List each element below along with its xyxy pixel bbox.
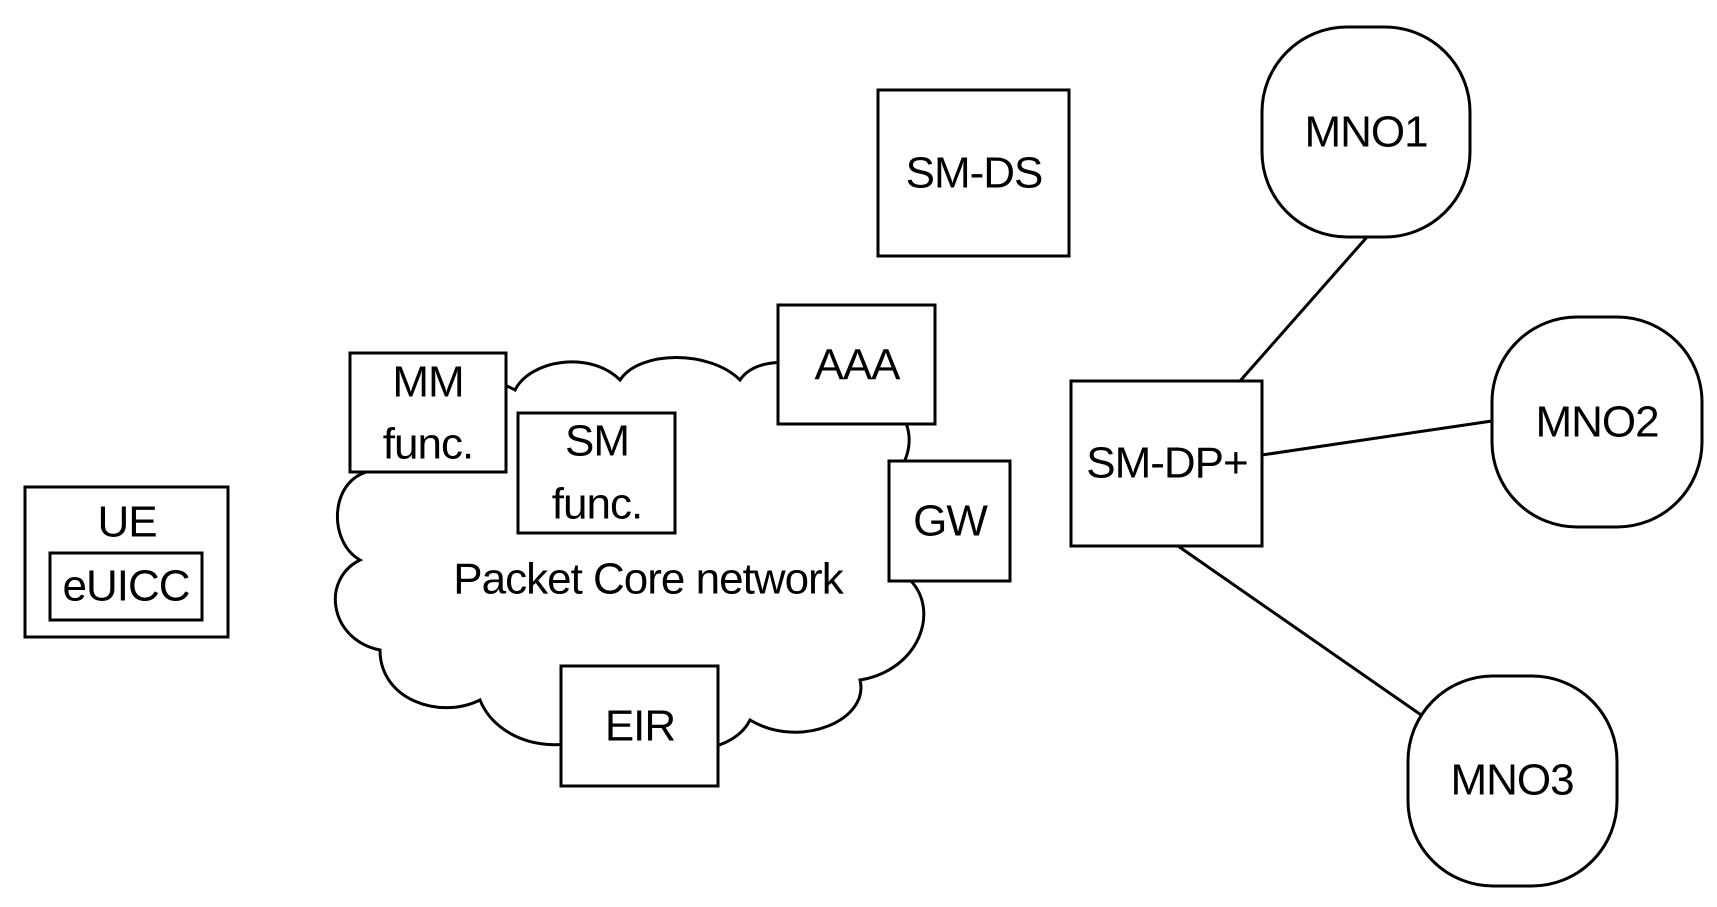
mno1-node: MNO1 (1262, 27, 1470, 237)
eir-label: EIR (605, 702, 675, 751)
sm-dp-node: SM-DP+ (1071, 381, 1262, 546)
sm-dp-label: SM-DP+ (1086, 439, 1247, 488)
aaa-label: AAA (814, 341, 901, 390)
connector-smdp-mno1 (1240, 237, 1367, 381)
mm-func-label-line2: func. (383, 420, 473, 469)
mno3-label: MNO3 (1450, 756, 1573, 805)
sm-ds-label: SM-DS (906, 149, 1043, 198)
mm-func-node: MM func. (350, 353, 506, 472)
packet-core-label: Packet Core network (453, 555, 844, 604)
mno2-node: MNO2 (1492, 317, 1702, 527)
connector-smdp-mno2 (1262, 421, 1492, 455)
eir-node: EIR (561, 666, 718, 786)
ue-node: UE eUICC (25, 487, 228, 637)
sm-ds-node: SM-DS (878, 90, 1069, 256)
gw-node: GW (889, 461, 1010, 581)
mno2-label: MNO2 (1535, 398, 1658, 447)
mno1-label: MNO1 (1304, 108, 1427, 157)
gw-label: GW (913, 497, 988, 546)
sm-func-label-line1: SM (565, 417, 629, 466)
euicc-label: eUICC (62, 562, 189, 611)
sm-func-node: SM func. (518, 413, 675, 533)
ue-label: UE (97, 498, 156, 547)
sm-func-label-line2: func. (552, 480, 642, 529)
mm-func-label-line1: MM (392, 358, 463, 407)
aaa-node: AAA (778, 305, 935, 424)
mno3-node: MNO3 (1408, 676, 1617, 886)
connector-smdp-mno3 (1178, 546, 1424, 717)
